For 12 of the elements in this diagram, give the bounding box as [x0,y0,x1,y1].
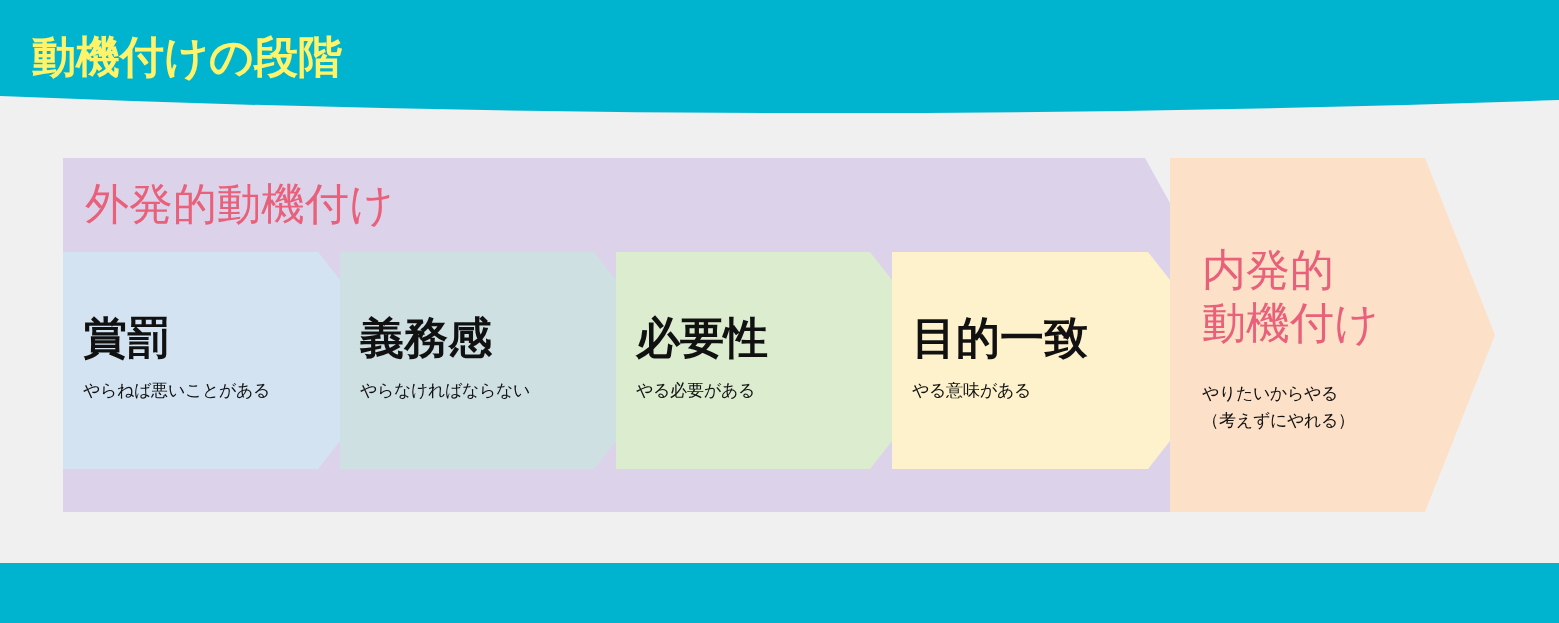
stage-title: 賞罰 [83,312,171,365]
stage-description: やる意味がある [912,379,1031,402]
stage-title: 目的一致 [912,312,1088,365]
stage-description: やりたいからやる（考えずにやれる） [1202,382,1356,433]
stage-description: やる必要がある [636,379,755,402]
title: 動機付けの段階 [32,30,342,84]
stage-title: 必要性 [636,312,768,365]
stage-description: やらねば悪いことがある [83,379,270,402]
stage-title: 義務感 [360,312,492,365]
category-heading: 外発的動機付け [85,178,394,231]
stage-description: やらなければならない [360,379,530,402]
category-heading: 内発的動機付け [1202,244,1380,350]
